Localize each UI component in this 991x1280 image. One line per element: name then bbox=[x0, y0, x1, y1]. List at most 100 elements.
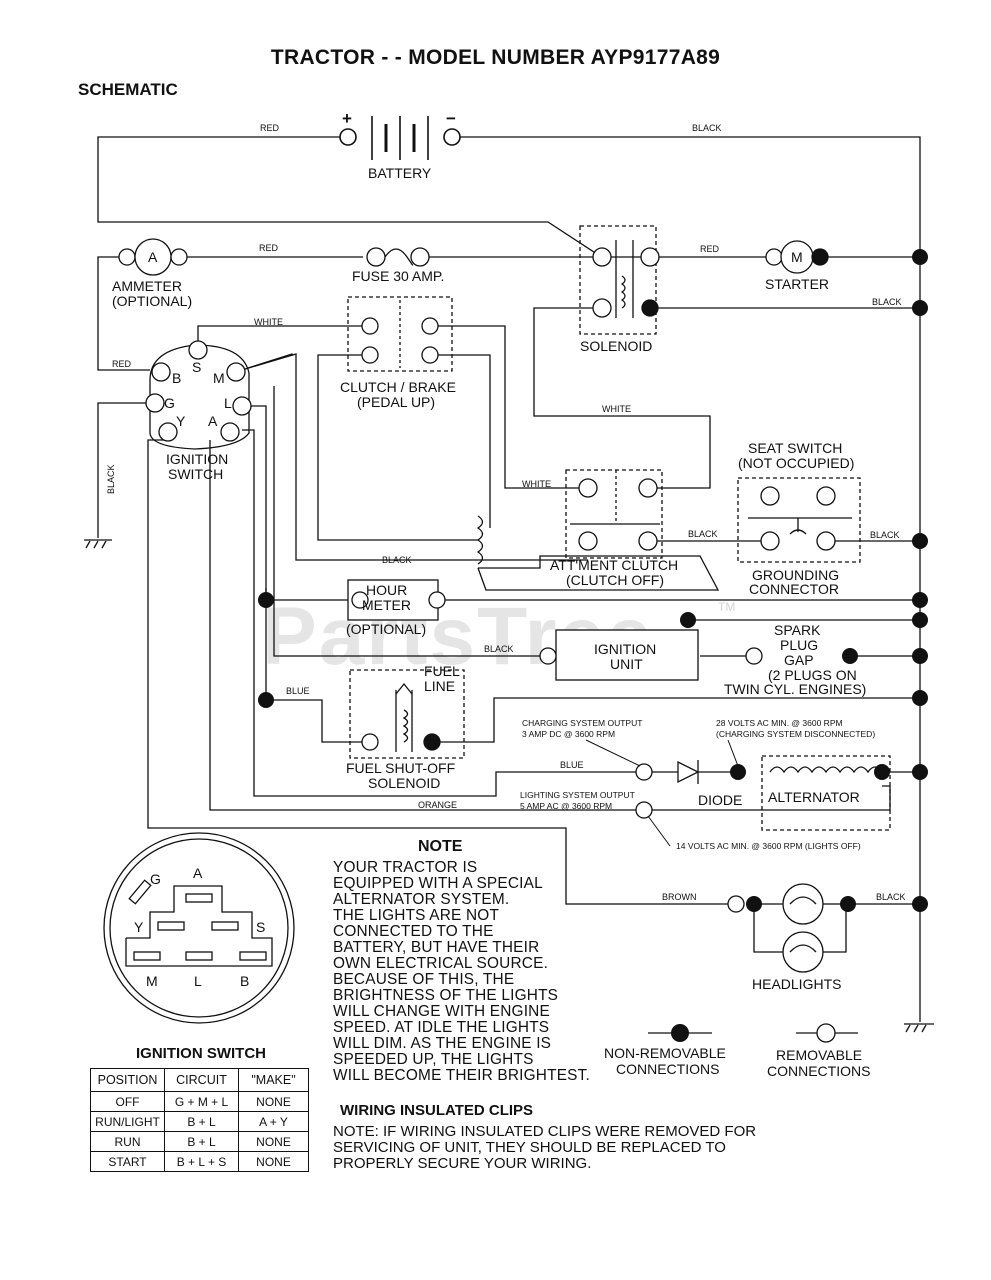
text-line: CONNECTED TO THE bbox=[333, 923, 494, 940]
face-label-y: Y bbox=[134, 919, 144, 935]
wire-ign-unit-black bbox=[273, 386, 548, 657]
wire-ammeter-left bbox=[97, 256, 150, 371]
hour-meter-label-2: METER bbox=[362, 597, 411, 613]
wire-label-black-seat: BLACK bbox=[870, 530, 900, 540]
table-cell: G + M + L bbox=[164, 1091, 239, 1112]
fuse-label: FUSE 30 AMP. bbox=[352, 268, 444, 284]
battery-label: BATTERY bbox=[368, 165, 432, 181]
hour-meter-label: HOUR bbox=[366, 582, 407, 598]
clutch-brake-label: CLUTCH / BRAKE bbox=[340, 379, 456, 395]
solenoid-label: SOLENOID bbox=[580, 338, 652, 354]
removable-connections bbox=[727, 895, 836, 1043]
solenoid-symbol bbox=[579, 225, 660, 335]
wire-label-white-ign: WHITE bbox=[254, 317, 283, 327]
wire-label-black-clutch: BLACK bbox=[382, 555, 412, 565]
text-line: BECAUSE OF THIS, THE bbox=[333, 971, 515, 988]
ignition-table-title: IGNITION SWITCH bbox=[136, 1045, 266, 1062]
starter-symbol-letter: M bbox=[791, 249, 803, 265]
table-cell: B + L + S bbox=[164, 1151, 239, 1172]
text-line: NOTE: IF WIRING INSULATED CLIPS WERE REM… bbox=[333, 1123, 757, 1140]
face-label-m: M bbox=[146, 973, 158, 989]
ign-terminal-a: A bbox=[208, 413, 218, 429]
text-line: BRIGHTNESS OF THE LIGHTS bbox=[333, 987, 559, 1004]
ignition-table-header: POSITION CIRCUIT "MAKE" bbox=[90, 1068, 309, 1092]
ignition-unit bbox=[539, 629, 763, 681]
starter-label: STARTER bbox=[765, 276, 829, 292]
table-cell: RUN/LIGHT bbox=[90, 1111, 165, 1132]
wire-clutch-coil bbox=[476, 515, 484, 565]
spark-plug-label-5: TWIN CYL. ENGINES) bbox=[724, 681, 866, 697]
spark-plug-label-3: GAP bbox=[784, 652, 814, 668]
attment-clutch-switch bbox=[477, 469, 720, 591]
text-line: SPEEDED UP, THE LIGHTS bbox=[333, 1051, 534, 1068]
wire-label-red-fuse: RED bbox=[259, 243, 279, 253]
ground-symbol-left bbox=[84, 539, 112, 549]
ign-terminal-m: M bbox=[213, 370, 225, 386]
seat-switch-sublabel: (NOT OCCUPIED) bbox=[738, 455, 854, 471]
wire-battery-red bbox=[97, 136, 601, 257]
lighting-output-label-2: 5 AMP AC @ 3600 RPM bbox=[520, 801, 612, 811]
charging-output-label: CHARGING SYSTEM OUTPUT bbox=[522, 718, 642, 728]
text-line: SERVICING OF UNIT, THEY SHOULD BE REPLAC… bbox=[333, 1139, 726, 1156]
wire-label-red-ign: RED bbox=[112, 359, 132, 369]
ignition-switch-label-2: SWITCH bbox=[168, 466, 223, 482]
face-label-l: L bbox=[194, 973, 202, 989]
table-cell: B + L bbox=[164, 1111, 239, 1132]
wire-ign-y bbox=[147, 439, 730, 905]
legend-non-removable: NON-REMOVABLE bbox=[604, 1045, 726, 1061]
clutch-brake-switch bbox=[347, 296, 453, 372]
ammeter-optional: (OPTIONAL) bbox=[112, 293, 192, 309]
hour-meter-optional: (OPTIONAL) bbox=[346, 621, 426, 637]
attment-clutch-label: ATT'MENT CLUTCH bbox=[550, 557, 678, 573]
grounding-sublabel: CONNECTOR bbox=[749, 581, 839, 597]
fuse-symbol bbox=[366, 247, 430, 267]
watermark-tm: TM bbox=[718, 600, 736, 614]
table-cell: A + Y bbox=[238, 1111, 309, 1132]
ac28-label: 28 VOLTS AC MIN. @ 3600 RPM bbox=[716, 718, 843, 728]
table-cell: START bbox=[90, 1151, 165, 1172]
fuel-solenoid-label: FUEL SHUT-OFF bbox=[346, 760, 455, 776]
wire-label-blue-fuel: BLUE bbox=[286, 686, 310, 696]
attment-clutch-sublabel: (CLUTCH OFF) bbox=[566, 572, 664, 588]
ignition-unit-label-2: UNIT bbox=[610, 656, 643, 672]
text-line: THE LIGHTS ARE NOT bbox=[333, 907, 500, 924]
wire-charge-blue bbox=[242, 429, 640, 797]
ign-terminal-y: Y bbox=[176, 413, 186, 429]
non-removable-connections bbox=[258, 249, 928, 1042]
ac14-label: 14 VOLTS AC MIN. @ 3600 RPM (LIGHTS OFF) bbox=[676, 841, 861, 851]
ignition-connector-face bbox=[103, 832, 295, 1024]
wire-label-black-ign-unit: BLACK bbox=[484, 644, 514, 654]
table-row: RUN/LIGHT B + L A + Y bbox=[90, 1111, 309, 1132]
wire-label-black-headlight: BLACK bbox=[876, 892, 906, 902]
text-line: WILL DIM. AS THE ENGINE IS bbox=[333, 1035, 552, 1052]
table-cell: B + L bbox=[164, 1131, 239, 1152]
hour-meter bbox=[347, 579, 446, 621]
header-position: POSITION bbox=[90, 1068, 165, 1092]
wire-label-black-battery: BLACK bbox=[692, 123, 722, 133]
spark-plug-label-2: PLUG bbox=[780, 637, 818, 653]
charging-output-label-2: 3 AMP DC @ 3600 RPM bbox=[522, 729, 615, 739]
ignition-table: POSITION CIRCUIT "MAKE" OFF G + M + L NO… bbox=[90, 1068, 309, 1172]
ign-terminal-g: G bbox=[164, 395, 175, 411]
wire-ground-left bbox=[97, 402, 155, 538]
ammeter-label: AMMETER bbox=[112, 278, 182, 294]
text-line: YOUR TRACTOR IS bbox=[333, 859, 478, 876]
ign-terminal-l: L bbox=[224, 395, 232, 411]
wire-label-brown: BROWN bbox=[662, 892, 697, 902]
clutch-brake-sublabel: (PEDAL UP) bbox=[357, 394, 435, 410]
table-row: RUN B + L NONE bbox=[90, 1131, 309, 1152]
wire-solenoid-white bbox=[533, 307, 711, 489]
ign-terminal-s: S bbox=[192, 359, 201, 375]
legend-removable-2: CONNECTIONS bbox=[767, 1063, 870, 1079]
wire-battery-black bbox=[452, 136, 921, 1022]
text-line: WILL CHANGE WITH ENGINE bbox=[333, 1003, 550, 1020]
wire-label-white-attment: WHITE bbox=[522, 479, 551, 489]
header-make: "MAKE" bbox=[238, 1068, 309, 1092]
wire-label-red-starter: RED bbox=[700, 244, 720, 254]
battery-symbol bbox=[339, 116, 461, 160]
table-cell: NONE bbox=[238, 1131, 309, 1152]
fuel-line-label: FUEL bbox=[424, 663, 460, 679]
clips-body: NOTE: IF WIRING INSULATED CLIPS WERE REM… bbox=[333, 1124, 756, 1172]
